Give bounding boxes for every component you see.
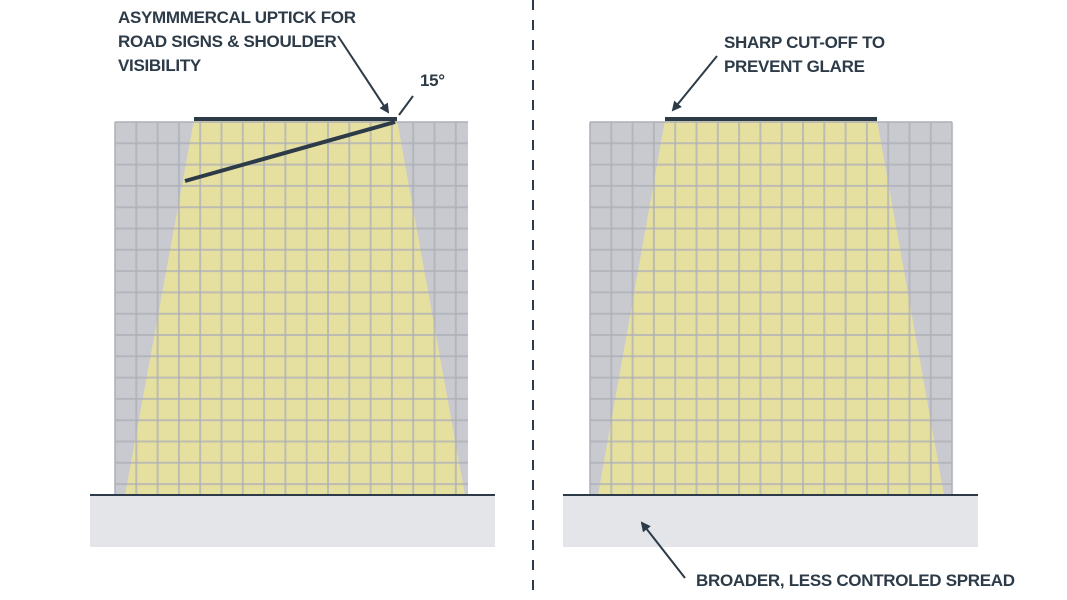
uptick-annotation-2: ROAD SIGNS & SHOULDER <box>118 32 337 51</box>
left-grid-lines <box>114 121 468 495</box>
right-panel: SHARP CUT-OFF TO PREVENT GLARE BROADER, … <box>563 33 1015 590</box>
uptick-annotation-3: VISIBILITY <box>118 56 202 75</box>
right-ground <box>563 495 978 547</box>
left-panel: 15° ASYMMMERCAL UPTICK FOR ROAD SIGNS & … <box>90 8 495 547</box>
cutoff-arrow <box>671 55 718 112</box>
angle-leader <box>398 95 414 116</box>
cutoff-annotation-2: PREVENT GLARE <box>724 57 865 76</box>
uptick-annotation-1: ASYMMMERCAL UPTICK FOR <box>118 8 356 27</box>
cutoff-annotation-1: SHARP CUT-OFF TO <box>724 33 885 52</box>
angle-label: 15° <box>420 71 445 90</box>
uptick-line <box>184 120 396 183</box>
spread-annotation: BROADER, LESS CONTROLED SPREAD <box>696 571 1015 590</box>
spread-arrow <box>640 521 686 579</box>
uptick-arrow <box>337 35 390 114</box>
left-light-beam <box>125 120 465 495</box>
right-light-beam <box>598 120 944 495</box>
left-ground <box>90 495 495 547</box>
right-grid-lines <box>589 121 954 495</box>
